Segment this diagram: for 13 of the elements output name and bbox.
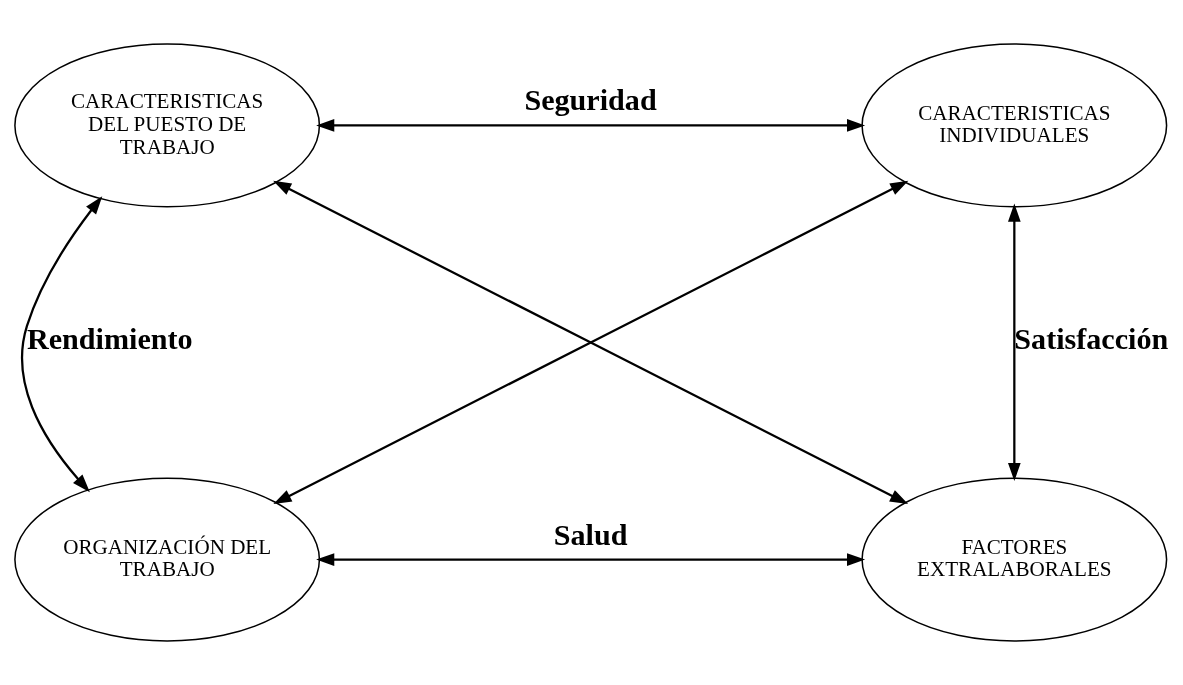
arrow bbox=[21, 196, 103, 493]
arrow bbox=[273, 180, 909, 504]
edge-label: Rendimiento bbox=[26, 321, 193, 356]
edge-label: Satisfacción bbox=[1014, 321, 1169, 356]
node-ellipse: CARACTERISTICAS DEL PUESTO DE TRABAJO bbox=[14, 43, 321, 208]
node-ellipse: CARACTERISTICAS INDIVIDUALES bbox=[861, 43, 1168, 208]
edge-label: Seguridad bbox=[524, 83, 657, 118]
arrow bbox=[1008, 203, 1021, 482]
arrow bbox=[316, 119, 866, 132]
node-ellipse: ORGANIZACIÓN DEL TRABAJO bbox=[14, 477, 321, 642]
node-ellipse: FACTORES EXTRALABORALES bbox=[861, 477, 1168, 642]
edge-label: Salud bbox=[553, 517, 628, 552]
arrow bbox=[316, 553, 866, 566]
